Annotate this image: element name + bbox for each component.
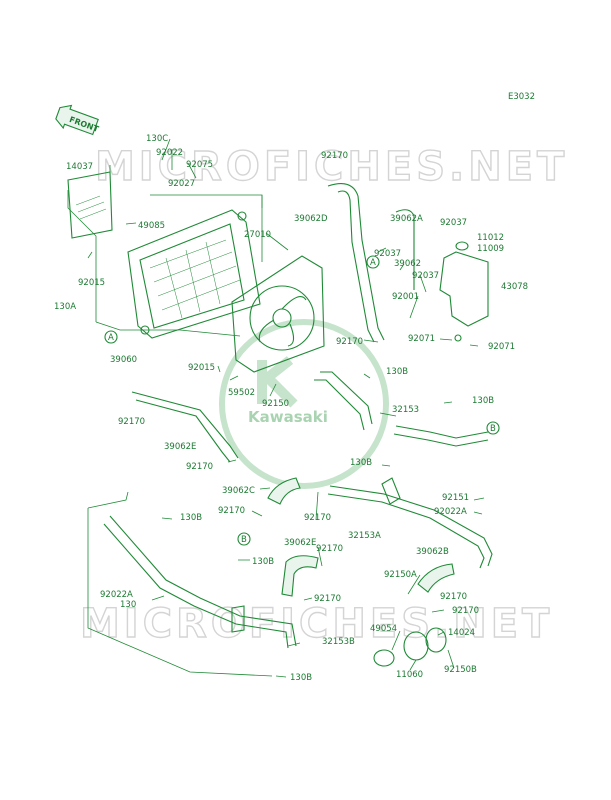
label-39062a: 39062A: [390, 214, 423, 224]
label-92071-b: 92071: [488, 342, 515, 352]
assembly-frame-bottom: [87, 491, 297, 677]
label-92150a: 92150A: [384, 570, 417, 580]
label-39062b: 39062B: [416, 547, 449, 557]
label-92022: 92022: [156, 148, 183, 158]
label-39062e-2: 39062E: [284, 538, 316, 548]
label-92015-a: 92015: [78, 278, 105, 288]
label-92170-j: 92170: [452, 606, 479, 616]
leader-lines: [87, 138, 485, 678]
svg-text:B: B: [490, 424, 496, 434]
label-92151: 92151: [442, 493, 469, 503]
label-92150b: 92150B: [444, 665, 477, 675]
radiator-guard: [67, 171, 113, 239]
logo-text: Kawasaki: [248, 408, 328, 426]
label-92037-c: 92037: [412, 271, 439, 281]
label-92001: 92001: [392, 292, 419, 302]
label-32153a: 32153A: [348, 531, 381, 541]
label-39062e-1: 39062E: [164, 442, 196, 452]
hose-39062e-lower: [281, 555, 319, 597]
callout-b2: B: [237, 532, 251, 546]
radiator: [127, 209, 261, 339]
label-27010: 27010: [244, 230, 271, 240]
label-130b-4: 130B: [180, 513, 202, 523]
label-32153: 32153: [392, 405, 419, 415]
label-92170-h: 92170: [440, 592, 467, 602]
label-92150: 92150: [262, 399, 289, 409]
label-92015-b: 92015: [188, 363, 215, 373]
label-130: 130: [120, 600, 136, 610]
label-92170-b: 92170: [336, 337, 363, 347]
label-43078: 43078: [501, 282, 528, 292]
label-130b-6: 130B: [290, 673, 312, 683]
hose-39062c: [267, 477, 301, 505]
label-92022a-1: 92022A: [434, 507, 467, 517]
label-39060: 39060: [110, 355, 137, 365]
label-59502: 59502: [228, 388, 255, 398]
label-49085: 49085: [138, 221, 165, 231]
label-92170-d: 92170: [186, 462, 213, 472]
reservoir-tank: [395, 209, 489, 342]
label-32153b: 32153B: [322, 637, 355, 647]
svg-text:A: A: [108, 333, 114, 343]
assembly-frame-top: [67, 190, 263, 337]
hose-39062b: [417, 563, 455, 593]
front-arrow-icon: FRONT: [55, 104, 100, 136]
pipe-32153: [314, 371, 489, 447]
label-92075: 92075: [186, 160, 213, 170]
kawasaki-logo: Kawasaki: [219, 319, 389, 489]
label-92027: 92027: [168, 179, 195, 189]
label-92037-a: 92037: [440, 218, 467, 228]
callout-a1: A: [104, 330, 118, 344]
label-11012: 11012: [477, 233, 504, 243]
pipe-32153a: [327, 477, 493, 569]
label-92170-a: 92170: [321, 151, 348, 161]
hose-upper: [327, 183, 385, 343]
label-92170-g: 92170: [316, 544, 343, 554]
label-39062d: 39062D: [294, 214, 328, 224]
watermark-top: MICROFICHES.NET: [95, 144, 568, 190]
callout-a2: A: [366, 255, 380, 269]
label-39062: 39062: [394, 259, 421, 269]
svg-text:B: B: [241, 535, 247, 545]
label-130b-5: 130B: [252, 557, 274, 567]
label-49054: 49054: [370, 624, 397, 634]
label-14024: 14024: [448, 628, 475, 638]
hose-39062e: [131, 391, 239, 463]
fan-assembly: [231, 255, 325, 373]
label-130a: 130A: [54, 302, 76, 312]
watermark-bottom: MICROFICHES.NET: [80, 601, 553, 647]
label-130c: 130C: [146, 134, 168, 144]
diagram-code: E3032: [508, 92, 535, 102]
label-92170-f: 92170: [304, 513, 331, 523]
label-92170-e: 92170: [218, 506, 245, 516]
label-130b-2: 130B: [472, 396, 494, 406]
label-92071-a: 92071: [408, 334, 435, 344]
label-11060: 11060: [396, 670, 423, 680]
label-92022a-2: 92022A: [100, 590, 133, 600]
svg-text:A: A: [370, 258, 376, 268]
label-14037: 14037: [66, 162, 93, 172]
label-11009: 11009: [477, 244, 504, 254]
label-130b-1: 130B: [386, 367, 408, 377]
callout-b1: B: [486, 421, 500, 435]
label-92170-i: 92170: [314, 594, 341, 604]
label-130b-3: 130B: [350, 458, 372, 468]
label-92170-c: 92170: [118, 417, 145, 427]
label-39062c: 39062C: [222, 486, 255, 496]
label-92037-b: 92037: [374, 249, 401, 259]
